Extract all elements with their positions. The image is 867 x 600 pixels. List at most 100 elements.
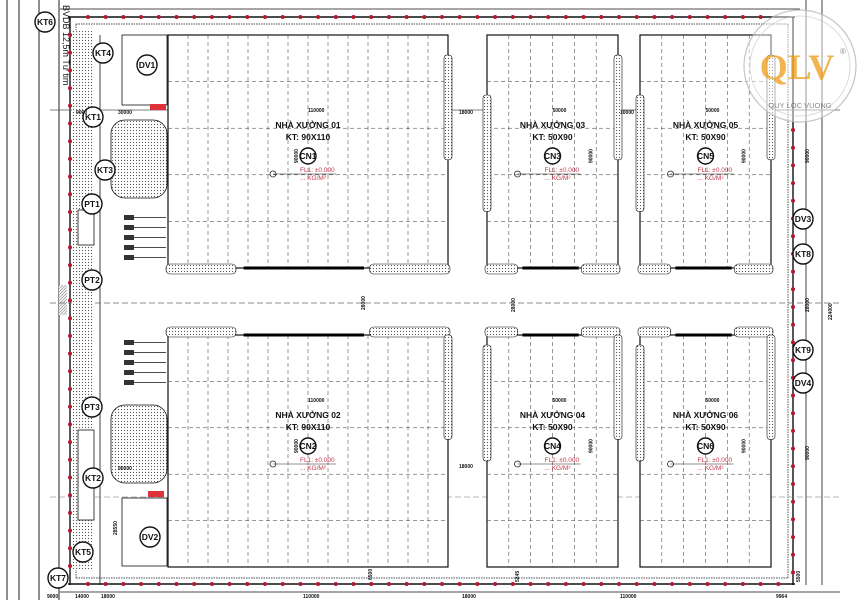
tag-circle xyxy=(34,11,56,33)
hatched-wall xyxy=(766,54,776,161)
hatched-wall xyxy=(165,263,237,275)
dim-gap-18000-b: 18000 xyxy=(459,464,473,470)
building-width-dim: 50000 xyxy=(706,398,720,404)
building-width-dim: 50000 xyxy=(553,398,567,404)
fence-post xyxy=(68,33,72,37)
hatched-wall xyxy=(482,344,492,462)
tag-label: KT4 xyxy=(95,48,111,58)
fence-post xyxy=(758,15,763,19)
fence-post xyxy=(68,564,72,568)
gate-marker-1 xyxy=(150,104,166,110)
fence-post xyxy=(68,86,72,91)
tag-kt7: KT7 xyxy=(47,567,69,589)
tag-label: KT8 xyxy=(795,249,811,259)
loading-dock xyxy=(124,245,134,250)
dim-right-90000-b: 90000 xyxy=(805,446,811,460)
tag-dv1: DV1 xyxy=(136,54,158,76)
building-code: CN5 xyxy=(697,151,714,161)
fence-post xyxy=(475,582,480,586)
fence-post xyxy=(705,15,710,19)
dim-right-28000: 28000 xyxy=(805,298,811,312)
hatched-wall xyxy=(734,263,774,275)
hatched-wall xyxy=(637,263,672,275)
fence-post xyxy=(634,582,639,586)
tag-label: KT6 xyxy=(37,17,53,27)
fence-post xyxy=(174,15,179,19)
tag-label: PT3 xyxy=(84,402,100,412)
tag-circle xyxy=(81,269,103,291)
fence-post xyxy=(68,174,72,179)
tag-label: PT1 xyxy=(84,199,100,209)
gate-marker-2 xyxy=(148,491,164,497)
hatched-wall xyxy=(734,326,774,338)
fence-post xyxy=(68,333,72,338)
fence-post xyxy=(351,15,356,19)
dim-bottom-5: 110000 xyxy=(620,594,637,600)
fence-post xyxy=(791,305,795,309)
fence-post xyxy=(617,15,621,19)
tag-kt1: KT1 xyxy=(82,106,104,128)
hatched-wall xyxy=(369,326,451,338)
fence-post xyxy=(103,582,108,586)
fence-post xyxy=(581,582,586,586)
fence-post xyxy=(546,15,551,19)
level-marker-icon xyxy=(269,170,277,178)
tag-circle xyxy=(72,541,94,563)
dim-bottom-2: 18000 xyxy=(101,594,115,600)
dim-bottom-3: 110000 xyxy=(303,594,320,600)
dim-bottom-6: 9964 xyxy=(776,594,787,600)
fence-post xyxy=(68,528,72,533)
dim-left-9000: 9000 xyxy=(76,110,87,116)
fence-post xyxy=(68,210,72,214)
fence-post xyxy=(652,582,657,586)
fence-post xyxy=(581,15,586,19)
fence-post xyxy=(546,582,551,586)
fence-post xyxy=(68,263,72,268)
building-width-dim: 110000 xyxy=(308,398,325,404)
fence-post xyxy=(791,181,795,186)
fence-post xyxy=(209,582,214,586)
floor-load: ... KG/M² xyxy=(545,465,572,472)
level-marker-icon xyxy=(514,460,521,468)
dim-total-224000: 224000 xyxy=(828,303,834,320)
dim-bottom-4: 18000 xyxy=(462,594,476,600)
fence-post xyxy=(68,422,72,427)
loading-dock xyxy=(124,215,134,220)
tag-kt4: KT4 xyxy=(92,42,114,64)
tag-circle xyxy=(81,396,103,418)
building-name: NHÀ XƯỞNG 06 xyxy=(673,409,739,420)
building-size: KT: 50X90 xyxy=(685,132,725,142)
fence-post xyxy=(634,15,639,19)
fence-post xyxy=(174,582,179,586)
dim-bottom-5500: 5500 xyxy=(796,571,802,582)
hatched-wall xyxy=(165,326,237,338)
tag-circle xyxy=(47,567,69,589)
floor-load: ... KG/M² xyxy=(300,175,327,182)
fence-post xyxy=(351,582,356,586)
floor-load: ... KG/M² xyxy=(545,175,572,182)
tag-circle xyxy=(81,193,103,215)
fence-post xyxy=(563,582,568,586)
building-name: NHÀ XƯỞNG 02 xyxy=(275,409,341,420)
fence-post xyxy=(440,582,444,586)
fence-post xyxy=(687,582,692,586)
hatched-wall xyxy=(482,94,492,212)
fence-post xyxy=(791,145,795,150)
fence-post xyxy=(791,446,795,451)
loading-dock xyxy=(124,255,134,260)
tag-label: KT9 xyxy=(795,345,811,355)
building-size: KT: 50X90 xyxy=(685,422,725,432)
level-marker-icon xyxy=(269,460,277,468)
fence-post xyxy=(86,15,90,19)
fence-post xyxy=(68,351,72,356)
fence-post xyxy=(156,582,161,586)
tag-circle xyxy=(792,372,814,394)
tag-dv4: DV4 xyxy=(792,372,814,394)
fence-post xyxy=(791,482,795,486)
